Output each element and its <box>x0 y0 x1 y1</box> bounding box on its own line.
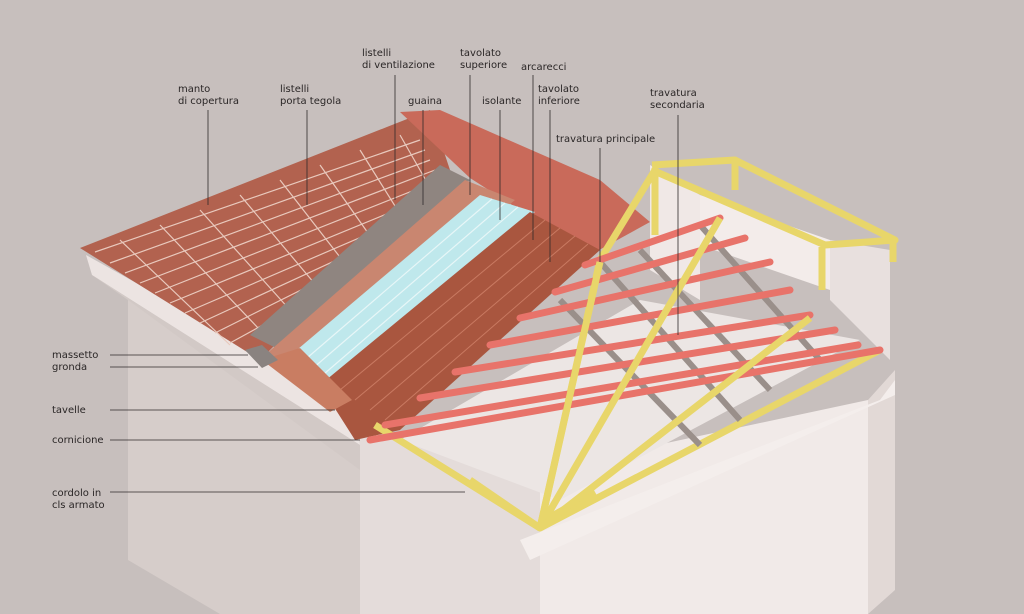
attic-floor <box>400 300 860 500</box>
guaina-strip <box>250 165 470 350</box>
front-wall-left <box>360 430 540 614</box>
tower-front <box>700 195 830 290</box>
tower-frame <box>650 156 899 290</box>
tavolato-inferiore <box>320 212 600 440</box>
roof-layers <box>80 110 650 440</box>
tavelle-board <box>262 348 352 412</box>
label-travatura-secondaria: travatura secondaria <box>650 88 705 111</box>
label-massetto: massetto <box>52 350 98 361</box>
massetto-block <box>245 345 278 368</box>
building-walls <box>128 300 895 614</box>
batten-grid <box>94 134 441 346</box>
tile-hip <box>400 110 650 255</box>
label-listelli-porta-tegola: listelli porta tegola <box>280 84 341 107</box>
label-gronda: gronda <box>52 362 87 373</box>
travatura-principale <box>536 216 813 531</box>
cornice-ledge <box>520 380 895 560</box>
label-isolante: isolante <box>482 96 521 107</box>
right-wall-edge <box>868 370 895 614</box>
roof-eave-slab <box>86 255 360 470</box>
label-cornicione: cornicione <box>52 435 104 446</box>
label-manto-di-copertura: manto di copertura <box>178 84 239 107</box>
cornicione-slab <box>86 255 360 445</box>
label-travatura-principale: travatura principale <box>556 134 655 145</box>
label-tavelle: tavelle <box>52 405 86 416</box>
label-listelli-di-ventilazione: listelli di ventilazione <box>362 48 435 71</box>
labels: manto di copertura listelli porta tegola… <box>52 48 705 511</box>
label-arcarecci: arcarecci <box>521 62 566 73</box>
roof-structure <box>366 156 899 532</box>
isolante-strip <box>285 195 535 380</box>
label-cordolo-in-cls-armato: cordolo in cls armato <box>52 488 105 511</box>
left-wall <box>128 300 360 614</box>
travatura-secondaria <box>366 214 884 444</box>
label-tavolato-inferiore: tavolato inferiore <box>538 84 582 107</box>
label-tavolato-superiore: tavolato superiore <box>460 48 507 71</box>
leader-lines <box>110 75 679 493</box>
label-guaina: guaina <box>408 96 442 107</box>
